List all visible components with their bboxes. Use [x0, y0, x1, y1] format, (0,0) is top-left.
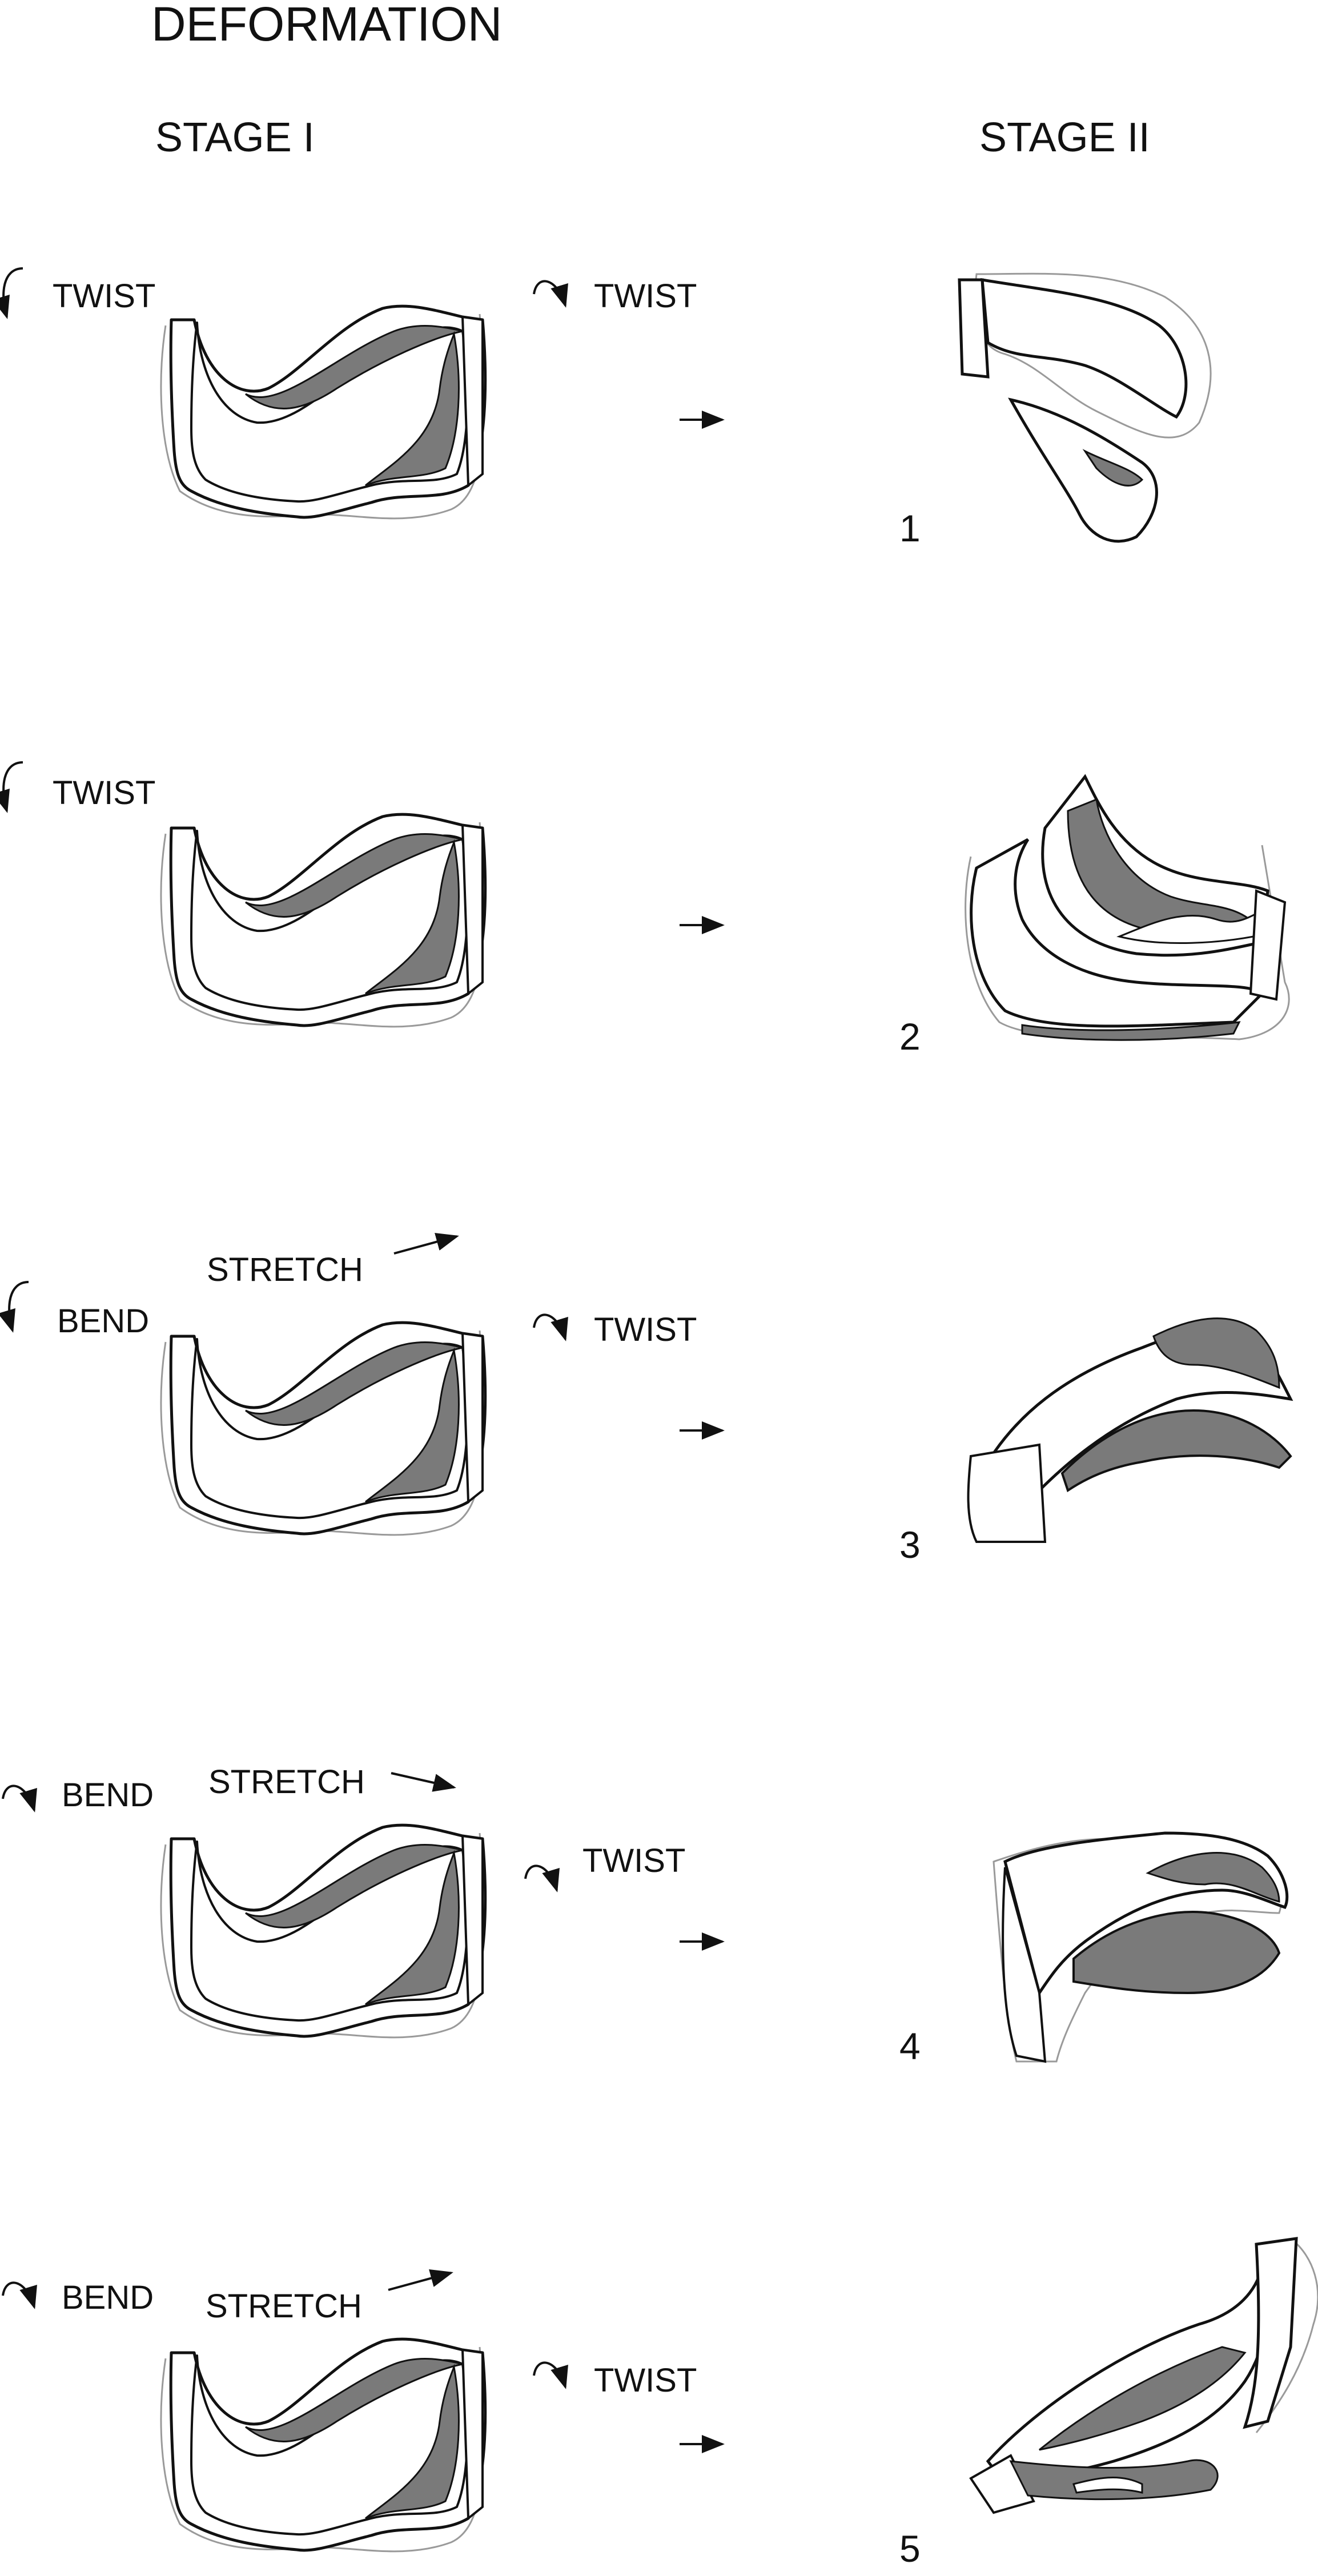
- row-3: [9, 1233, 1293, 1543]
- row2-number: 2: [899, 1015, 921, 1058]
- diagram-title: DEFORMATION: [151, 0, 503, 51]
- twist-cw-arrow-icon: [534, 2362, 565, 2387]
- stretch-arrow-icon: [388, 2269, 453, 2291]
- row1-op-a: TWIST: [53, 278, 156, 315]
- twist-ccw-arrow-icon: [3, 268, 23, 317]
- twist-ccw-arrow-icon: [3, 762, 23, 811]
- stage1-shape-1: [161, 306, 485, 519]
- row3-number: 3: [899, 1524, 921, 1566]
- row4-number: 4: [899, 2025, 921, 2067]
- stage2-shape-2: [965, 774, 1290, 1041]
- stage2-shape-1: [958, 272, 1212, 543]
- row5-op-b: TWIST: [594, 2362, 697, 2399]
- stage1-shape-2: [161, 814, 485, 1027]
- row5-stretch: STRETCH: [206, 2288, 362, 2325]
- row-4: [3, 1772, 1289, 2063]
- stage2-shape-5: [969, 2237, 1318, 2514]
- twist-cw-arrow-icon: [534, 1315, 565, 1339]
- stretch-arrow-icon: [391, 1772, 456, 1792]
- row-1: [3, 268, 1212, 543]
- row-5: [3, 2237, 1318, 2551]
- stretch-arrow-icon: [393, 1233, 459, 1255]
- row3-stretch: STRETCH: [207, 1251, 363, 1288]
- stage2-shape-3: [967, 1317, 1293, 1543]
- stage2-shape-4: [992, 1831, 1289, 2063]
- row3-op-a: BEND: [57, 1303, 150, 1340]
- stage-2-header: STAGE II: [979, 115, 1150, 160]
- stage1-shape-5: [161, 2339, 485, 2551]
- row1-number: 1: [899, 507, 921, 549]
- row1-op-b: TWIST: [594, 278, 697, 315]
- bend-ccw-arrow-icon: [9, 1282, 29, 1331]
- row4-op-a: BEND: [62, 1777, 154, 1814]
- bend-cw-arrow-icon: [3, 1786, 34, 1810]
- row2-op-a: TWIST: [53, 774, 156, 811]
- stage-1-header: STAGE I: [155, 115, 315, 160]
- row-2: [3, 762, 1290, 1041]
- stage1-shape-4: [161, 1825, 485, 2038]
- stage1-shape-3: [161, 1323, 485, 1535]
- row4-stretch: STRETCH: [208, 1763, 365, 1801]
- row4-op-b: TWIST: [582, 1842, 686, 1879]
- row5-op-a: BEND: [62, 2279, 154, 2316]
- twist-cw-arrow-icon: [534, 281, 565, 306]
- bend-cw-arrow-icon: [3, 2282, 34, 2307]
- row3-op-b: TWIST: [594, 1311, 697, 1348]
- twist-cw-arrow-icon: [525, 1866, 557, 1890]
- row5-number: 5: [899, 2527, 921, 2570]
